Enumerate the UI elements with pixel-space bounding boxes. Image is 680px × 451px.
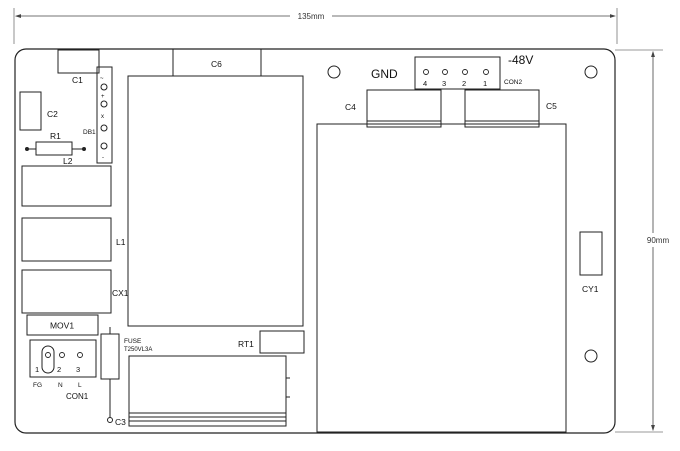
db1-label: DB1 [83,129,96,136]
l2-label: L2 [63,156,73,166]
fuse-component [100,327,120,423]
fuse-label: FUSE [124,338,142,345]
con1-connector [29,339,97,378]
r1-label: R1 [50,131,61,141]
fuse-part-label: T250VL3A [124,347,152,353]
cy1-label: CY1 [582,284,599,294]
c2-label: C2 [47,109,58,119]
width-dimension: 135mm [13,8,618,44]
c5-component [464,89,540,128]
c2-component [19,91,42,131]
con2-pin-2: 2 [462,79,466,88]
c4-component [366,89,442,128]
mov1-component [26,314,99,336]
height-label: 90mm [647,236,670,245]
mounting-hole [584,65,598,79]
l1-label: L1 [116,237,126,247]
con2-pin-4: 4 [423,79,427,88]
cx1-label: CX1 [112,288,129,298]
rt1-label: RT1 [238,339,254,349]
c3-label: C3 [115,417,126,427]
db1-mark-1: ~ [100,76,104,82]
main-module-block [316,123,567,433]
con1-pin-2: 2 [57,365,61,374]
con1-pin-1: 1 [35,365,39,374]
con2-pin-3: 3 [442,79,446,88]
db1-component [96,66,113,164]
c5-label: C5 [546,101,557,111]
cy1-component [579,231,603,276]
mounting-hole [327,65,341,79]
con2-label: CON2 [504,79,522,86]
c6-label: C6 [211,59,222,69]
height-dimension: 90mm [615,49,680,433]
db1-mark-2: + [101,94,105,100]
con1-label: CON1 [66,392,89,401]
con2-pin-1: 1 [483,79,487,88]
l2-component [21,165,112,207]
transformer-block [127,75,304,327]
width-label: 135mm [298,12,325,21]
c1-label: C1 [72,75,83,85]
l1-component [21,217,112,262]
gnd-label: GND [371,67,398,81]
c3-component [128,355,290,427]
board-outline [14,48,616,434]
cx1-component [21,269,112,314]
con1-signal-n: N [58,382,63,389]
con1-signal-l: L [78,382,82,389]
mov1-label: MOV1 [50,321,74,331]
minus-48v-label: -48V [508,53,533,67]
db1-mark-3: x [101,114,104,120]
rt1-component [259,330,305,354]
r1-component [25,141,86,156]
con1-signal-fg: FG [33,382,42,389]
con1-pin-3: 3 [76,365,80,374]
mounting-hole [584,349,598,363]
con2-connector [414,56,501,90]
c1-component [57,49,100,74]
c4-label: C4 [345,102,356,112]
db1-mark-4: - [102,155,104,161]
